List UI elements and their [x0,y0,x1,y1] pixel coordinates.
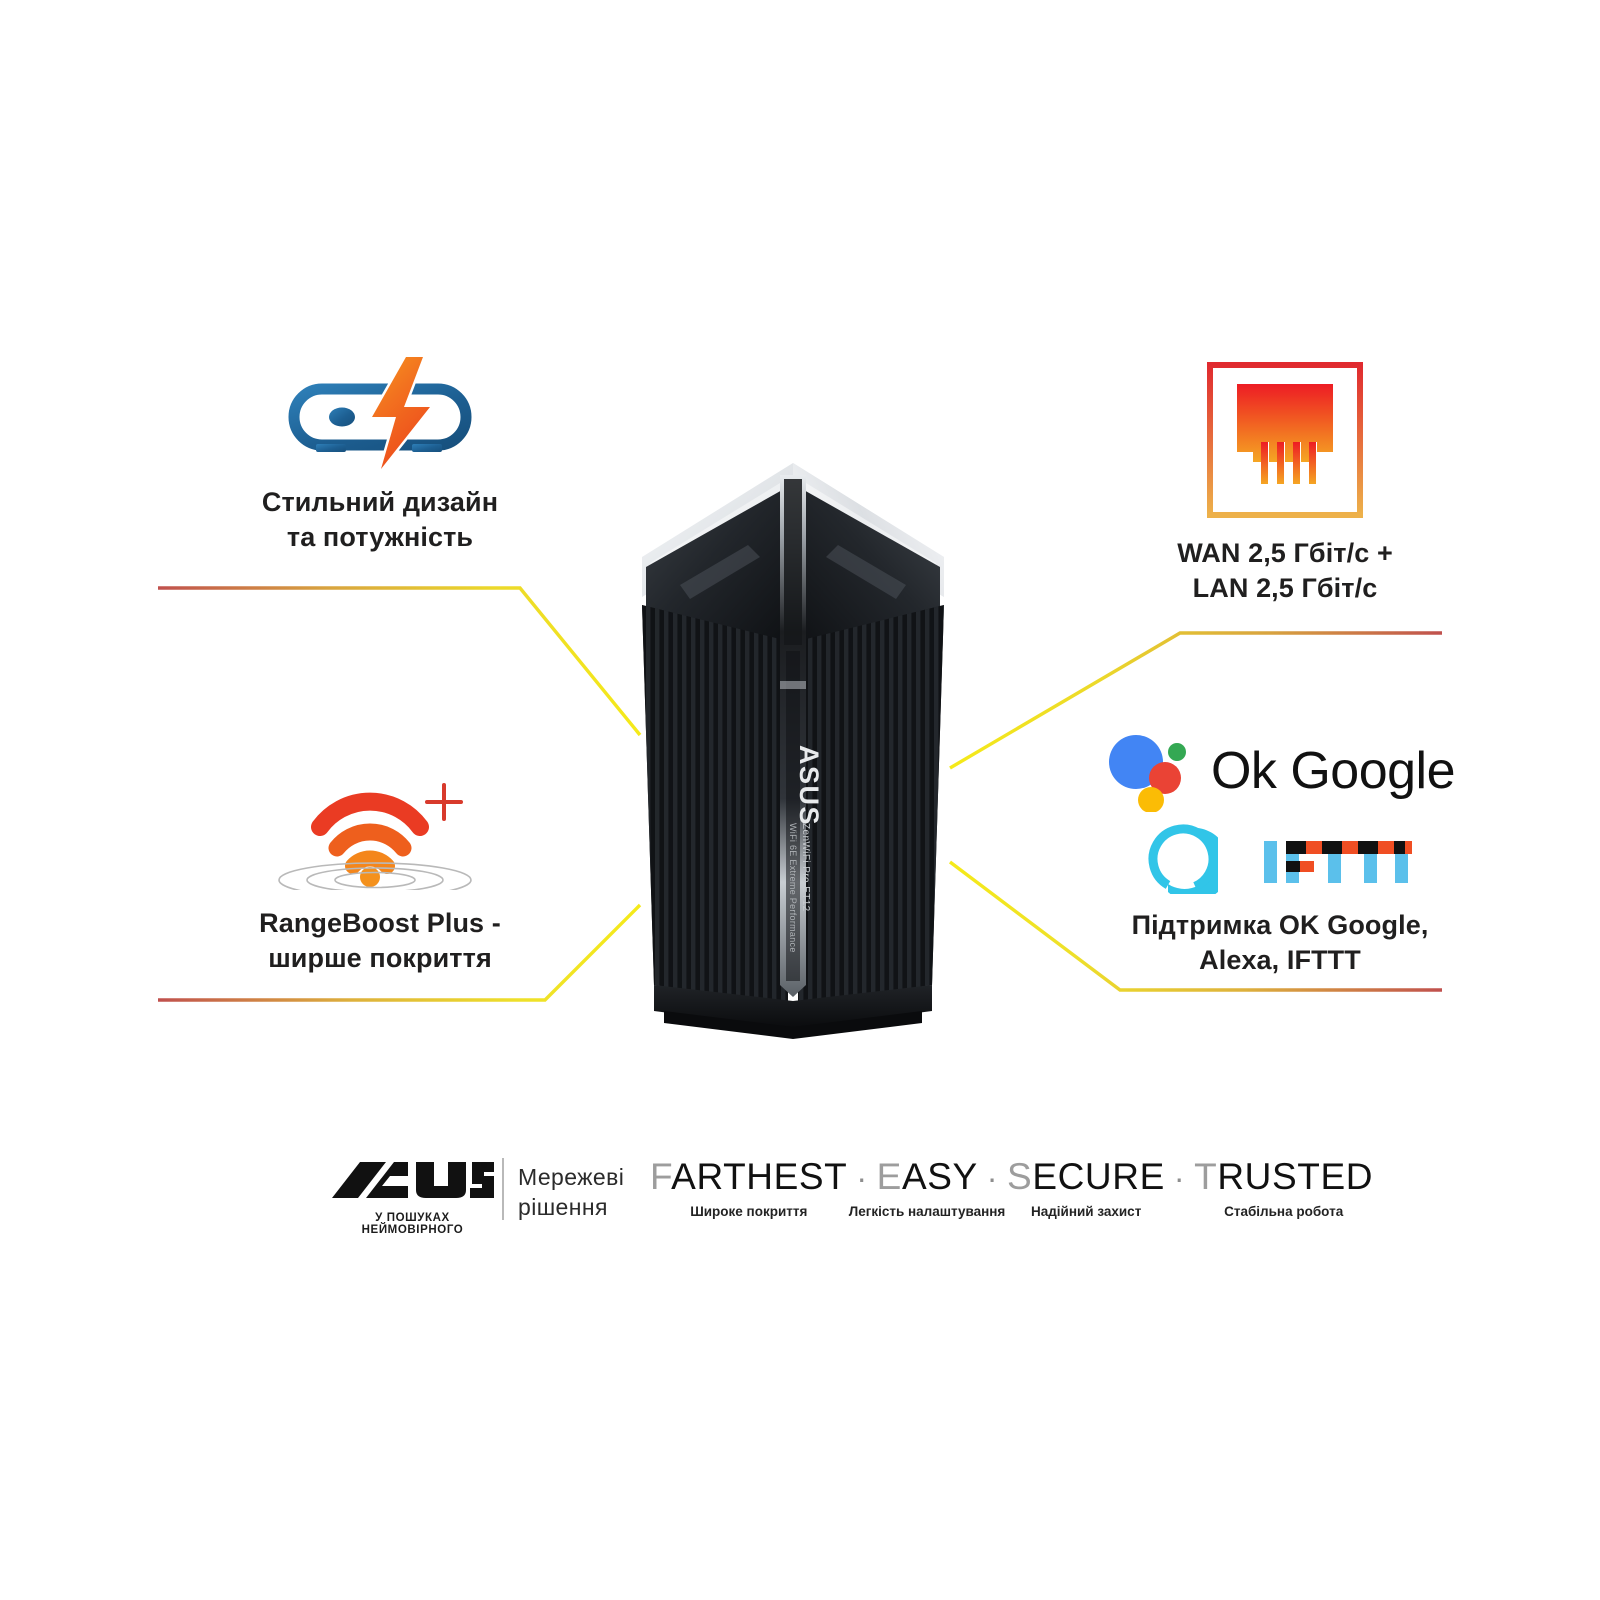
slogan-words: FARTHEST·EASY·SECURE·TRUSTED [650,1156,1372,1198]
slogan-word: FARTHEST [650,1156,847,1198]
slogan-word-initial: T [1194,1156,1218,1197]
slogan-word-initial: S [1007,1156,1033,1197]
ok-google-wordmark: Ok Google [1210,742,1456,800]
slogan-word-rest: ARTHEST [671,1156,848,1197]
svg-text:®: ® [481,1161,487,1170]
feature-ports-caption: WAN 2,5 Гбіт/с + LAN 2,5 Гбіт/с [1177,538,1393,603]
asus-tagline: У ПОШУКАХ НЕЙМОВІРНОГО [361,1212,464,1236]
alexa-ifttt-row [1148,824,1412,894]
feature-rangeboost: RangeBoost Plus - ширше покриття [150,772,610,975]
wifi-plus-icon [278,783,472,890]
slogan-separator: · [1173,1160,1186,1196]
router-model-text: ZenWiFi Pro ET12 [800,823,811,912]
feature-rangeboost-caption: RangeBoost Plus - ширше покриття [259,908,501,973]
ok-google-row: Ok Google [1105,730,1456,812]
slogan-subtitle: Стабільна робота [1224,1204,1344,1219]
slogan-word-rest: ECURE [1032,1156,1165,1197]
slogan-subtitle: Надійний захист [1030,1204,1142,1219]
slogan-word: EASY [877,1156,978,1198]
ethernet-port-icon-wrap [1050,360,1520,520]
ethernet-port-icon [1207,362,1363,518]
google-assistant-logo [1108,735,1186,812]
slogan-separator: · [986,1160,999,1196]
wifi-plus-icon-wrap [150,772,610,890]
network-solutions-label: Мережеві рішення [518,1164,625,1221]
asus-logo: ® У ПОШУКАХ НЕЙМОВІРНОГО [330,1156,495,1236]
alexa-logo [1148,824,1218,894]
assistant-logos: Ok Google [1040,730,1520,894]
feature-ports: WAN 2,5 Гбіт/с + LAN 2,5 Гбіт/с [1050,360,1520,605]
slogan-word: TRUSTED [1194,1156,1373,1198]
footer: ® У ПОШУКАХ НЕЙМОВІРНОГО Мережеві рішенн… [0,1150,1600,1260]
router-lightning-icon-wrap [150,355,610,471]
feature-assistants-caption: Підтримка OK Google, Alexa, IFTTT [1131,910,1429,975]
slogan-word-rest: ASY [901,1156,978,1197]
router-spec-text: WiFi 6E Extreme Performance [788,823,798,953]
connector-design [158,586,642,737]
slogan-subtitle: Широке покриття [690,1204,808,1219]
router-product-image: ASUS ZenWiFi Pro ET12 WiFi 6E Extreme Pe… [628,445,958,1045]
brand-divider [502,1158,504,1220]
feature-design: Стильний дизайн та потужність [150,355,610,554]
feature-design-caption: Стильний дизайн та потужність [261,487,499,552]
ifttt-logo [1264,841,1412,883]
zenwifi-router-render: ASUS ZenWiFi Pro ET12 WiFi 6E Extreme Pe… [642,463,944,1039]
slogan-word-initial: E [876,1156,902,1197]
slogan-separator: · [856,1160,868,1196]
slogan-subtitle: Легкість налаштування [848,1204,1006,1219]
router-brand-text: ASUS [794,745,824,826]
feature-assistants: Ok Google [1040,730,1520,977]
slogan-word-rest: RUSTED [1217,1156,1374,1197]
asus-wordmark: ® [332,1161,494,1198]
slogan-word-initial: F [650,1156,672,1197]
slogan-subtitles: Широке покриття Легкість налаштування Наді… [650,1204,1343,1224]
slogan-word: SECURE [1007,1156,1165,1198]
slogan-block: FARTHEST·EASY·SECURE·TRUSTED Широке покр… [650,1156,1372,1224]
router-lightning-icon [288,355,472,471]
